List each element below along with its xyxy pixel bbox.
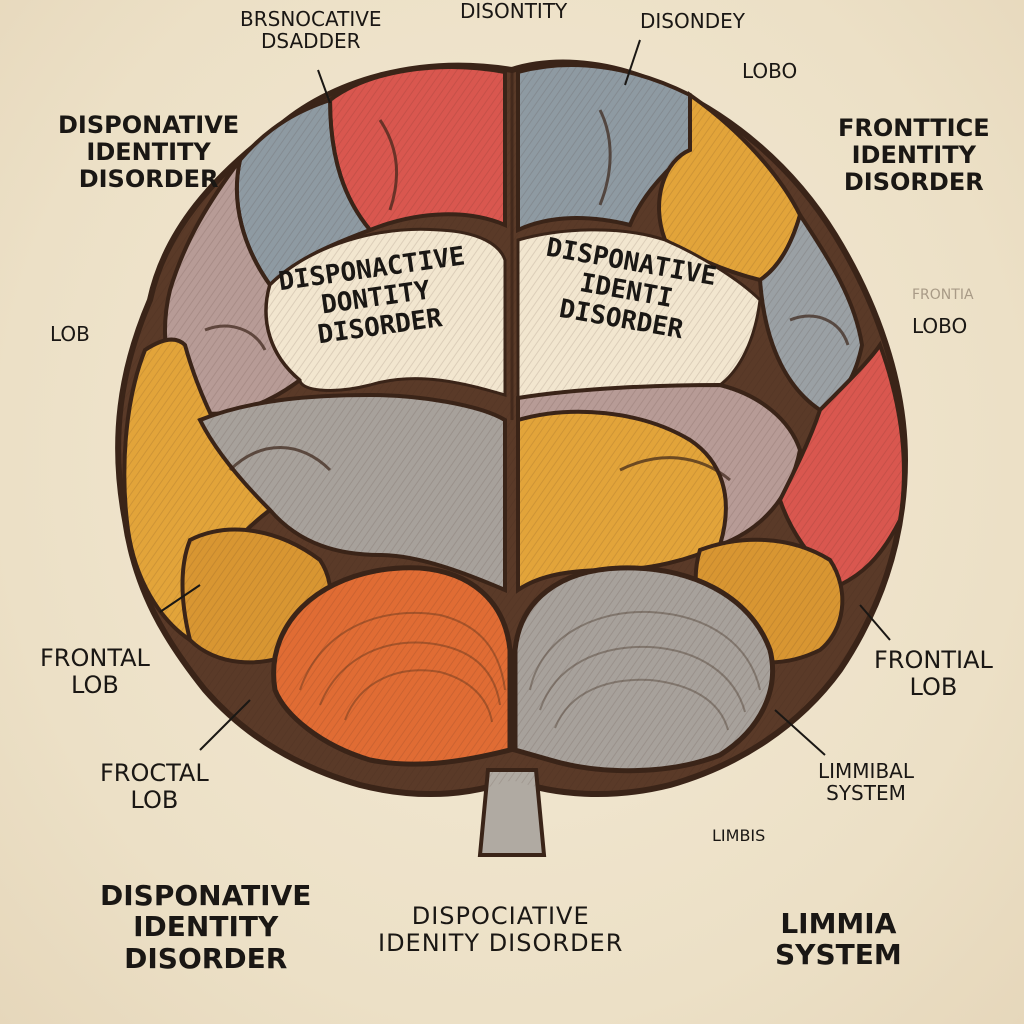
label-text: DISPOCIATIVE	[411, 902, 590, 930]
label-bottom-center: DISPOCIATIVE IDENITY DISORDER	[378, 903, 623, 957]
label-froctal: FROCTAL LOB	[100, 760, 209, 814]
label-text: DISPONATIVE	[100, 879, 312, 912]
label-text: DISORDER	[843, 167, 984, 196]
label-text: DISONDEY	[640, 9, 745, 33]
label-text: DISPONATIVE	[58, 111, 240, 139]
label-frontal-left: FRONTAL LOB	[40, 645, 150, 699]
label-bottom-left: DISPONATIVE IDENTITY DISORDER	[100, 880, 311, 974]
label-frontal-right: FRONTIAL LOB	[874, 647, 993, 701]
label-text: LIMMIA	[780, 907, 897, 940]
label-text: LOB	[909, 672, 958, 701]
label-text: FROCTAL	[100, 759, 209, 787]
label-text: IDENITY DISORDER	[378, 928, 624, 957]
label-text: IDENTITY	[133, 910, 279, 944]
label-text: FRONTTICE	[838, 114, 990, 142]
label-text: DISORDER	[124, 941, 288, 975]
label-top-right: DISONDEY	[640, 9, 745, 33]
label-text: LOBO	[912, 314, 968, 338]
label-text: LOB	[130, 785, 179, 814]
label-text: IDENTITY	[851, 140, 976, 169]
label-faint-right: FRONTIA	[912, 287, 974, 304]
label-limmibal: LIMMIBAL SYSTEM	[818, 760, 914, 805]
label-text: LIMBIS	[712, 826, 766, 845]
label-text: SYSTEM	[826, 781, 906, 806]
label-text: DISONTITY	[460, 0, 568, 23]
label-lobo-right: LOBO	[912, 314, 968, 338]
label-right-upper: FRONTTICE IDENTITY DISORDER	[838, 115, 990, 196]
label-text: SYSTEM	[775, 938, 902, 972]
label-text: IDENTITY	[86, 137, 211, 166]
label-text: LOB	[50, 322, 90, 346]
label-top-center: DISONTITY	[460, 0, 567, 22]
label-text: DSADDER	[261, 29, 361, 54]
label-text: FRONTAL	[40, 644, 150, 672]
label-text: LOBO	[742, 59, 798, 83]
label-top-left: BRSNOCATIVE DSADDER	[240, 8, 382, 53]
label-text: DISORDER	[78, 164, 219, 193]
label-bottom-right: LIMMIA SYSTEM	[775, 908, 902, 971]
label-text: FRONTIAL	[874, 646, 993, 674]
label-text: FRONTIA	[912, 287, 974, 303]
label-lobo-top-right: LOBO	[742, 59, 798, 83]
label-limbis: LIMBIS	[712, 827, 765, 845]
label-text: BRSNOCATIVE	[240, 7, 382, 31]
label-left-upper: DISPONATIVE IDENTITY DISORDER	[58, 112, 239, 193]
label-text: LIMMIBAL	[818, 759, 914, 783]
label-text: LOB	[71, 670, 119, 699]
label-lob-left: LOB	[50, 322, 90, 346]
